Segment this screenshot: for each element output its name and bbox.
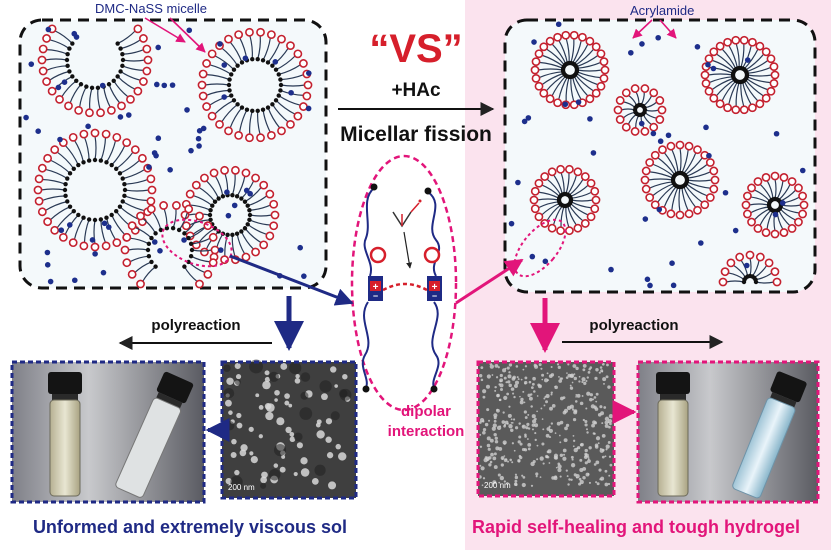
polyreaction-label-left: polyreaction (151, 317, 240, 334)
label-acrylamide: Acrylamide (630, 3, 694, 18)
micelles-right (508, 21, 809, 289)
hac-label: +HAc (391, 80, 441, 101)
caption-right: Rapid self-healing and tough hydrogel (472, 517, 800, 537)
pointer-dmc-1 (144, 17, 186, 43)
vs-title: “VS” (369, 27, 462, 71)
acetic-acid-structure-icon (392, 199, 422, 269)
pointer-dmc-2 (169, 17, 206, 53)
pointer-acrylamide-2 (659, 19, 677, 39)
photo-vials-left (10, 360, 206, 504)
svg-text:−: − (432, 291, 437, 301)
svg-text:+: + (373, 282, 379, 293)
dipolar-label-line2: interaction (388, 423, 465, 440)
tem-image-right: 200 nm (476, 360, 616, 498)
pointer-acrylamide-1 (632, 19, 653, 39)
dipolar-label-line1: dipolar (401, 403, 451, 420)
photo-vials-right (636, 360, 820, 504)
zoom-arrow-right (455, 258, 524, 305)
caption-left: Unformed and extremely viscous sol (33, 517, 347, 537)
zoom-arrow-left (229, 254, 354, 306)
dipolar-detail: + − + − (361, 183, 442, 393)
svg-text:+: + (432, 282, 438, 293)
polyreaction-label-right: polyreaction (589, 317, 678, 334)
svg-text:200 nm: 200 nm (228, 483, 255, 492)
micelles-left (23, 24, 313, 289)
tem-image-left: 200 nm (220, 359, 358, 500)
svg-text:−: − (373, 291, 378, 301)
svg-text:200 nm: 200 nm (484, 481, 511, 490)
label-dmc-micelle: DMC-NaSS micelle (95, 1, 207, 16)
zoom-ellipse-right (513, 218, 567, 278)
micellar-fission-label: Micellar fission (340, 123, 492, 146)
